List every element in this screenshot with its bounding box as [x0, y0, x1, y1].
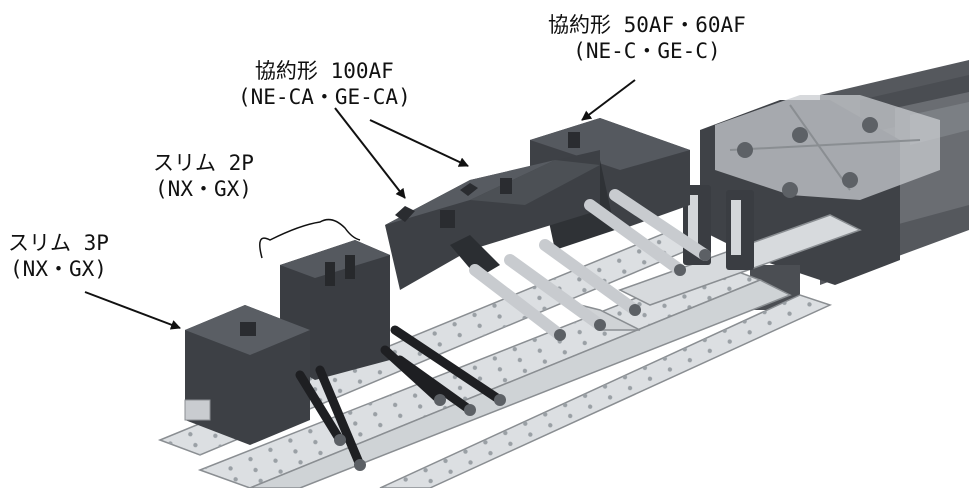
label-50-60af-line2: (NE-C・GE-C)	[573, 39, 721, 63]
busbar-bolts	[334, 249, 711, 471]
slim-2p-bracket	[259, 218, 361, 259]
label-slim-3p-line1: スリム 3P	[8, 231, 109, 255]
arrow-100af-bottom	[334, 107, 406, 199]
breaker-slim-3p	[184, 305, 310, 445]
label-100af-line2: (NE-CA・GE-CA)	[238, 85, 411, 109]
arrow-slim-3p	[84, 291, 181, 330]
label-slim-2p: スリム 2P (NX・GX)	[153, 150, 254, 202]
arrow-100af-top	[369, 119, 469, 167]
label-50-60af: 協約形 50AF・60AF (NE-C・GE-C)	[548, 12, 746, 64]
label-slim-3p-line2: (NX・GX)	[10, 257, 107, 281]
label-slim-3p: スリム 3P (NX・GX)	[8, 230, 109, 282]
label-slim-2p-line1: スリム 2P	[153, 151, 254, 175]
label-100af: 協約形 100AF (NE-CA・GE-CA)	[238, 58, 411, 110]
label-50-60af-line1: 協約形 50AF・60AF	[548, 13, 746, 37]
breaker-100af	[385, 150, 600, 290]
connection-straps	[295, 189, 711, 470]
label-slim-2p-line2: (NX・GX)	[155, 177, 252, 201]
arrow-50-60af	[581, 79, 636, 121]
label-100af-line1: 協約形 100AF	[254, 59, 394, 83]
